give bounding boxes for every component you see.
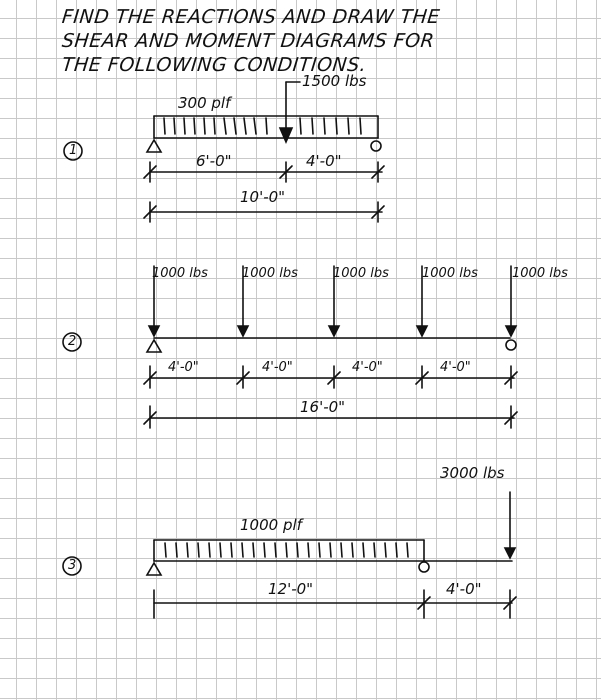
p2-load-label-1: 1000 lbs	[152, 266, 208, 281]
p2-roller-support	[505, 339, 517, 351]
p2-dim-total-label: 16'-0"	[300, 398, 346, 416]
p3-pin-support	[145, 561, 163, 576]
p2-span-label-3: 4'-0"	[352, 360, 383, 375]
p2-load-label-2: 1000 lbs	[242, 266, 298, 281]
p2-load-label-4: 1000 lbs	[422, 266, 478, 281]
p3-dim-overhang-label: 4'-0"	[446, 580, 482, 598]
p3-udl-label: 1000 plf	[240, 516, 302, 534]
p1-dim-left-label: 6'-0"	[196, 152, 232, 170]
p1-udl-hatch	[153, 115, 379, 139]
p2-load-label-5: 1000 lbs	[512, 266, 568, 281]
p3-roller-support	[418, 561, 430, 573]
p1-dim-right-label: 4'-0"	[306, 152, 342, 170]
problem-1-diagram	[63, 81, 385, 223]
p2-span-label-2: 4'-0"	[262, 360, 293, 375]
problem-2-number: 2	[68, 334, 77, 349]
p1-dim-total-label: 10'-0"	[240, 188, 286, 206]
p3-dim-span-label: 12'-0"	[268, 580, 314, 598]
p2-load-label-3: 1000 lbs	[333, 266, 389, 281]
problem-1-number-circle	[63, 141, 83, 161]
problem-2-number-circle	[62, 332, 82, 352]
problem-2-diagram	[62, 265, 518, 429]
p1-point-load-label: 1500 lbs	[302, 72, 367, 90]
p3-udl-hatch	[153, 539, 425, 562]
p3-point-load-label: 3000 lbs	[440, 464, 505, 482]
problem-3-number-circle	[62, 556, 82, 576]
p1-roller-support	[370, 140, 382, 152]
p1-udl-label: 300 plf	[178, 94, 231, 112]
p2-pin-support	[145, 338, 163, 353]
p1-pin-support	[145, 138, 163, 153]
p2-span-label-4: 4'-0"	[440, 360, 471, 375]
problem-1-number: 1	[69, 143, 78, 158]
p2-span-label-1: 4'-0"	[168, 360, 199, 375]
problem-3-number: 3	[68, 558, 77, 573]
problem-3-diagram	[62, 491, 517, 619]
